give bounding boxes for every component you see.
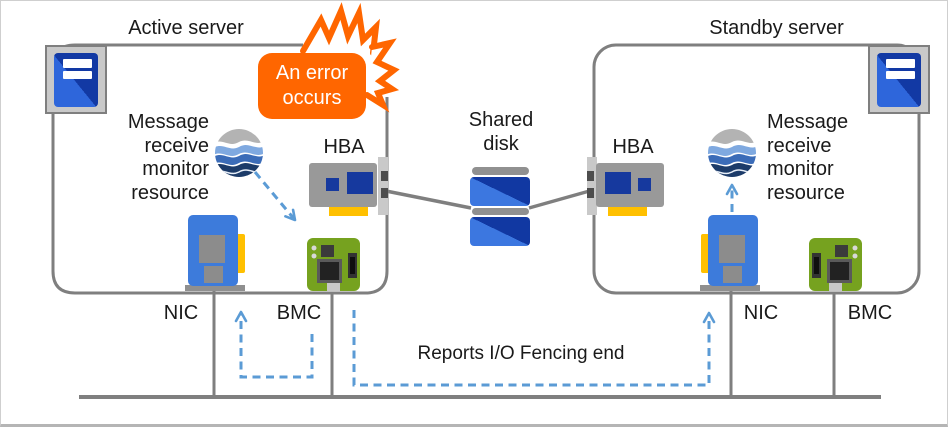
reports-fencing-label: Reports I/O Fencing end (417, 343, 625, 364)
monitor-line: monitor (767, 158, 834, 181)
error-callout-line: occurs (282, 87, 342, 109)
active-monitor-resource-label: Message receive monitor resource (96, 111, 209, 206)
dashed-arrow-reports-fencing (352, 310, 716, 387)
standby-server-title: Standby server (709, 17, 844, 39)
standby-disk-cable (528, 188, 594, 210)
monitor-line: Message (127, 111, 209, 133)
active-nic-label: NIC (163, 302, 199, 324)
server-tower-icon-standby (868, 45, 930, 114)
error-burst-icon (300, 2, 400, 113)
active-hba-label: HBA (323, 136, 365, 158)
monitor-line: resource (131, 182, 209, 205)
shared-disk-line: disk (483, 132, 519, 155)
server-tower-icon-active (45, 45, 107, 114)
monitor-line: monitor (142, 158, 209, 181)
hba-card-icon-active (309, 157, 388, 216)
monitor-line: receive (767, 134, 832, 157)
error-callout: An error occurs (258, 53, 366, 119)
active-disk-cable (385, 189, 472, 210)
shared-disk-label: Shared disk (450, 109, 552, 156)
active-server-title: Active server (128, 17, 244, 39)
standby-monitor-resource-label: Message receive monitor resource (767, 111, 887, 206)
shared-disk-line: Shared (468, 109, 534, 131)
dashed-arrow-monitor-to-bmc (253, 171, 297, 222)
globe-wave-icon-active (213, 127, 265, 179)
globe-wave-icon-standby (706, 127, 758, 179)
monitor-line: receive (144, 134, 209, 157)
bmc-board-icon-active (307, 238, 360, 291)
monitor-line: Message (767, 111, 849, 133)
active-bmc-label: BMC (276, 302, 322, 324)
nic-card-icon-active (185, 215, 245, 291)
standby-bmc-label: BMC (847, 302, 893, 324)
standby-hba-label: HBA (612, 136, 654, 158)
hba-card-icon-standby (587, 157, 664, 216)
disk-stack-icon (470, 167, 530, 246)
error-callout-line: An error (275, 62, 349, 84)
bmc-board-icon-standby (809, 238, 862, 291)
monitor-line: resource (767, 182, 845, 205)
nic-card-icon-standby (700, 215, 760, 291)
dashed-arrow-bmc-loopback (234, 310, 314, 379)
standby-nic-label: NIC (743, 302, 779, 324)
